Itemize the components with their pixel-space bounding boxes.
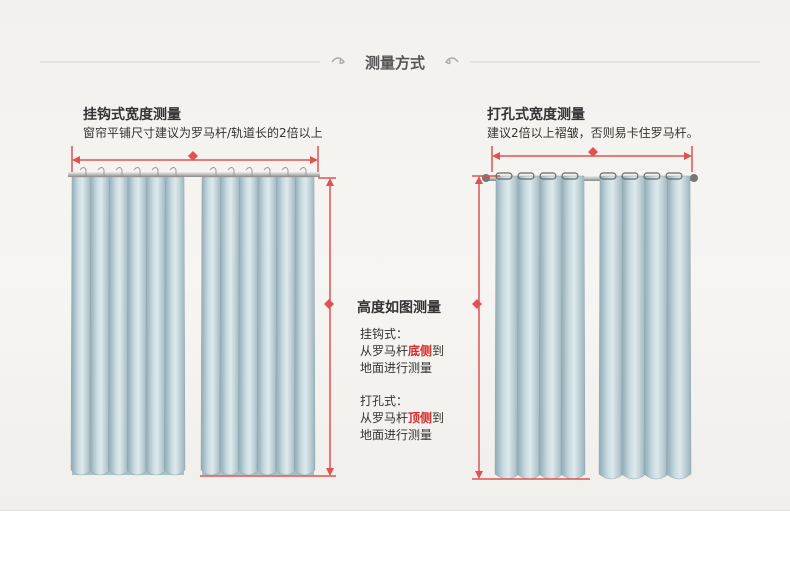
curtain-fold [126,176,148,476]
hook-icon [281,167,289,176]
curtain-fold [275,176,297,476]
grommet-width-title: 打孔式宽度测量 [487,107,585,123]
grommet-ring-icon [643,172,661,180]
right-cloud-icon [444,57,459,65]
hook-height-line2: 地面进行测量 [360,361,433,375]
height-title: 高度如图测量 [357,300,441,316]
hook-height-label: 挂钩式： [360,327,409,341]
left-cloud-icon [331,57,346,65]
grommet-height-highlight: 顶侧 [408,411,433,425]
hook-width-arrow [71,146,319,172]
grommet-height-arrow [472,175,590,480]
grommet-height-label: 打孔式： [360,394,409,408]
hook-curtain-left [70,176,186,476]
hook-height-pre: 从罗马杆 [360,344,409,358]
curtain-fold [516,175,542,480]
grommet-width-marker-icon [588,147,598,157]
hook-icon [115,167,123,176]
grommet-height-post: 到 [432,411,445,425]
hook-height-marker-icon [324,299,334,309]
rod-end-left-icon [482,174,490,182]
grommet-curtain-right [598,175,692,480]
hook-icon [245,167,253,176]
hook-icon [151,167,159,176]
grommet-ring-icon [599,172,617,180]
curtain-fold [494,175,520,480]
curtain-fold [256,176,278,476]
curtain-fold [89,176,111,476]
page-title: 测量方式 [364,54,425,72]
hook-height-highlight: 底侧 [408,344,433,358]
grommet-height-pre: 从罗马杆 [360,411,409,425]
hook-row [79,167,307,176]
curtain-fold [538,175,564,480]
hook-icon [97,167,105,176]
hook-height-post: 到 [432,344,445,358]
curtain-fold [70,176,92,476]
hook-icon [169,167,177,176]
curtain-fold [560,175,586,480]
hook-icon [79,167,87,176]
hook-width-title: 挂钩式宽度测量 [83,107,181,123]
grommet-height-line1: 从罗马杆顶侧到 [360,410,444,427]
hook-icon [263,167,271,176]
grommet-ring-icon [665,172,683,180]
rod-end-right-icon [690,174,698,182]
curtain-fold [219,176,241,476]
hook-rod [68,172,320,177]
hook-icon [209,167,217,176]
grommet-width-desc: 建议2倍以上褶皱，否则易卡住罗马杆。 [487,126,699,140]
hook-height-line1: 从罗马杆底侧到 [360,343,444,360]
curtain-fold [598,175,624,480]
curtain-fold [145,176,167,476]
header-ornament [40,57,760,65]
grommet-ring-icon [621,172,639,180]
curtain-fold [294,176,316,476]
curtain-fold [238,176,260,476]
grommet-height-line2: 地面进行测量 [360,428,433,442]
curtain-fold [621,175,647,480]
hook-icon [299,167,307,176]
grommet-width-arrow [491,146,693,172]
grommet-ring-icon [495,172,513,180]
curtain-diagram [40,57,760,480]
curtain-fold [164,176,186,476]
curtain-fold [666,175,692,480]
curtain-fold [200,176,222,476]
hook-height-arrow [200,177,336,477]
curtain-fold [108,176,130,476]
hook-width-marker-icon [188,151,198,161]
grommet-ring-icon [561,172,579,180]
hook-icon [133,167,141,176]
hook-curtain-right [200,176,316,476]
grommet-curtain-left [494,175,586,480]
grommet-rod [484,176,694,181]
curtain-fold [643,175,669,480]
hook-icon [227,167,235,176]
grommet-ring-icon [517,172,535,180]
grommet-ring-icon [539,172,557,180]
grommet-height-marker-icon [472,299,482,309]
hook-width-desc: 窗帘平铺尺寸建议为罗马杆/轨道长的2倍以上 [83,126,323,140]
